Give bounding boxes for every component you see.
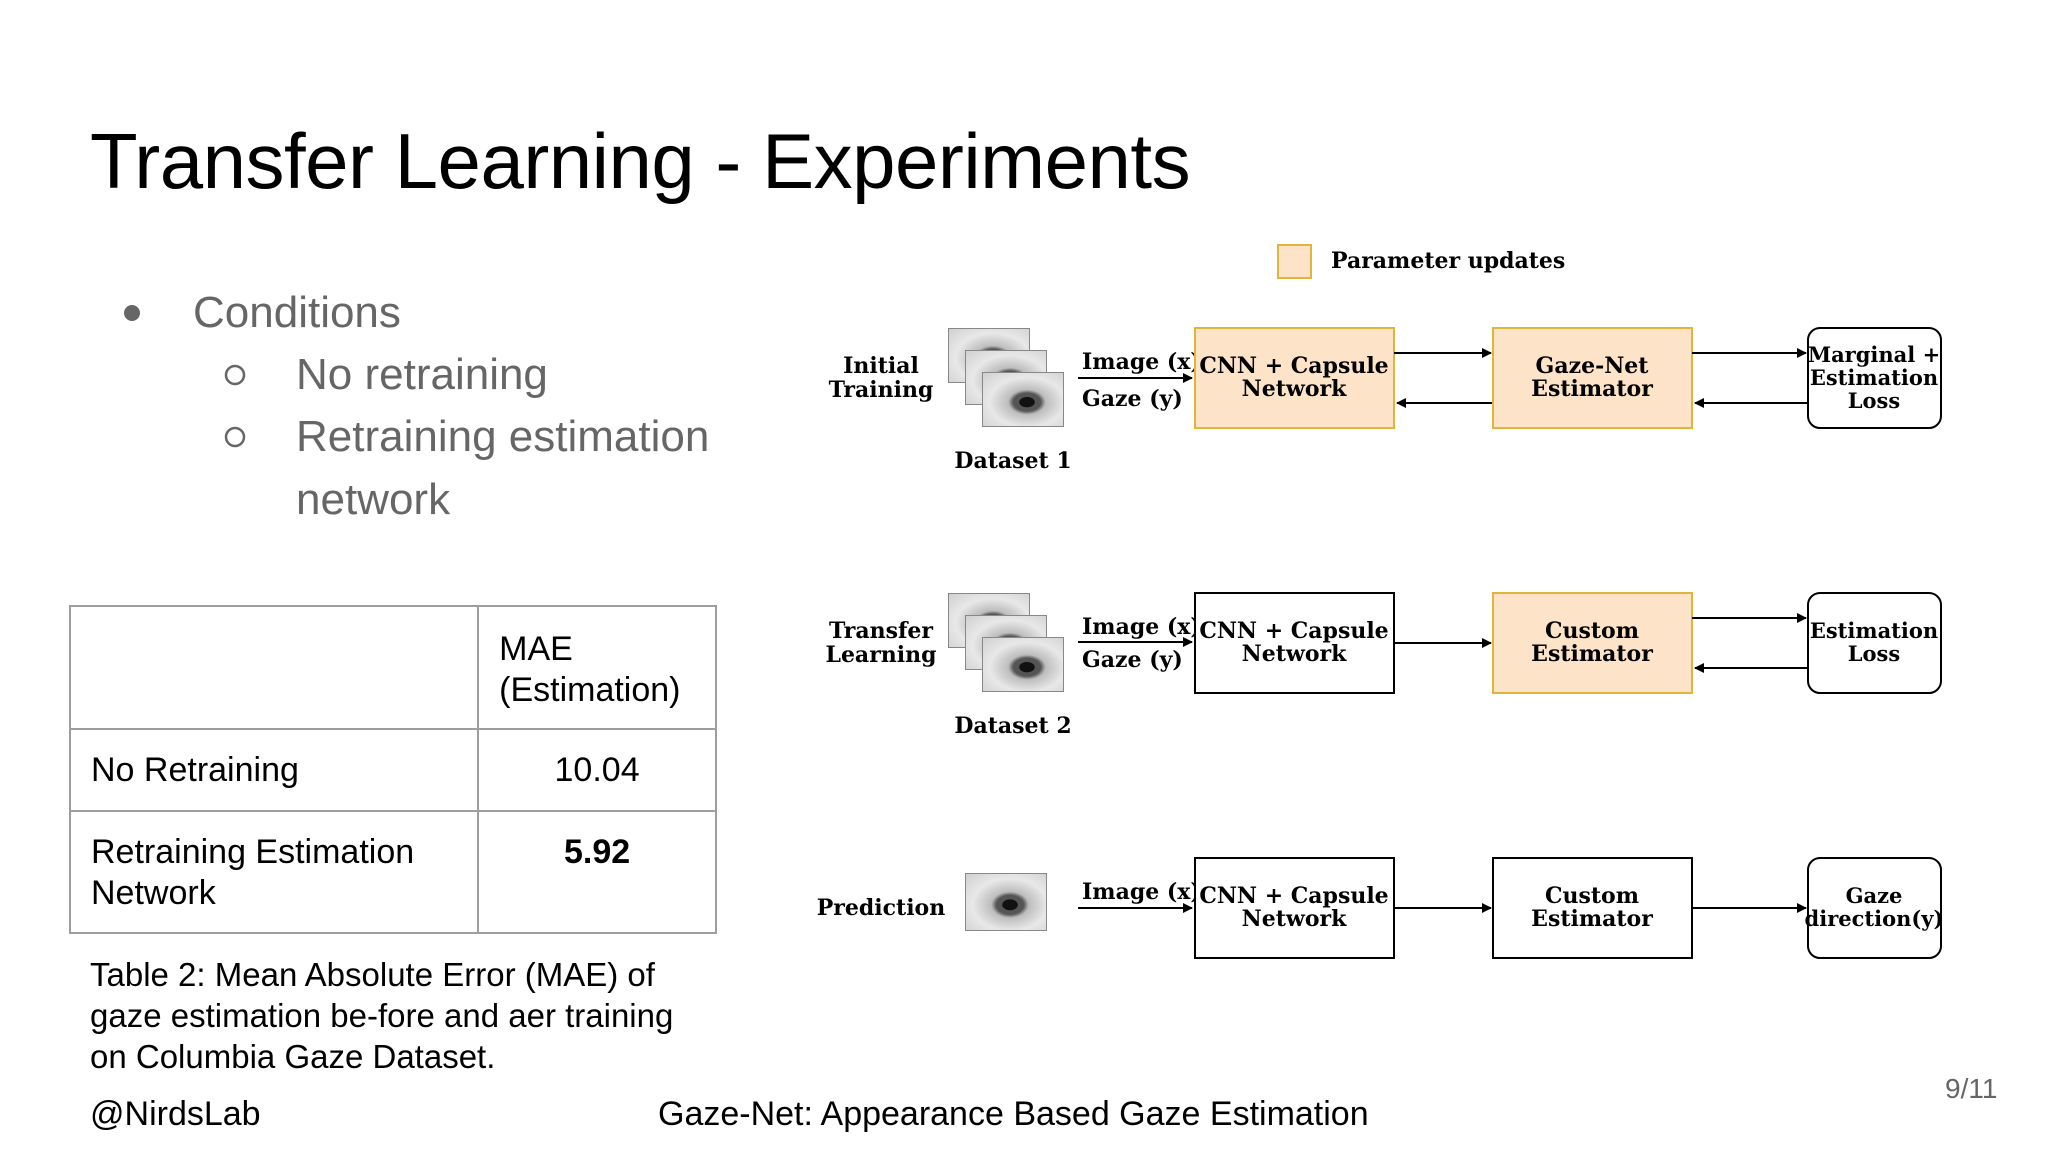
bullet-retraining-line2: network (296, 475, 451, 524)
estimator-box (1492, 592, 1693, 694)
table-caption: Table 2: Mean Absolute Error (MAE) of ga… (90, 954, 730, 1077)
dataset-label: Dataset 2 (954, 713, 1071, 739)
box-label: Gaze (1846, 883, 1903, 908)
row-label: Retraining Estimation Network (68, 810, 480, 934)
table-row: No Retraining 10.04 (68, 728, 717, 812)
dataset-label: Dataset 1 (954, 448, 1071, 474)
caption-line1: Table 2: Mean Absolute Error (MAE) of (90, 956, 655, 993)
box-label: CNN + Capsule (1199, 618, 1388, 644)
box-label: Estimator (1531, 906, 1653, 932)
bullet-circle-icon (224, 364, 246, 386)
row-label: Initial (843, 353, 919, 379)
caption-line2: gaze estimation be-fore and aer training (90, 997, 674, 1034)
output-box (1807, 857, 1942, 959)
box-label: Custom (1545, 883, 1639, 909)
box-label: Network (1242, 641, 1347, 667)
box-label: Estimation (1810, 618, 1938, 643)
table-row: Retraining Estimation Network 5.92 (68, 810, 717, 934)
input-x-label: Image (x) (1082, 614, 1201, 640)
bullet-no-retraining: No retraining (296, 350, 548, 399)
bullet-retraining-line1: Retraining estimation (296, 412, 710, 461)
row-value: 10.04 (477, 728, 717, 812)
bullet-circle-icon (224, 426, 246, 448)
box-label: Network (1242, 376, 1347, 402)
box-label: CNN + Capsule (1199, 353, 1388, 379)
header-mae-line1: MAE (499, 630, 573, 668)
box-label: Estimator (1531, 641, 1653, 667)
row-label: No Retraining (68, 728, 480, 812)
row-label-line1: No Retraining (91, 751, 299, 789)
table-header-row: MAE (Estimation) (68, 605, 717, 730)
row-label: Training (829, 377, 934, 403)
slide-title: Transfer Learning - Experiments (90, 117, 1191, 205)
box-label: Marginal + (1808, 342, 1940, 367)
footer-handle: @NirdsLab (90, 1095, 261, 1133)
legend-swatch (1277, 244, 1312, 279)
footer-title: Gaze-Net: Appearance Based Gaze Estimati… (658, 1095, 1369, 1133)
bullet-conditions: Conditions (193, 288, 401, 337)
eye-image (982, 372, 1064, 427)
box-label: Loss (1848, 388, 1900, 413)
cnn-capsule-box (1194, 592, 1395, 694)
cnn-capsule-box (1194, 857, 1395, 959)
estimator-box (1492, 327, 1693, 429)
input-x-label: Image (x) (1082, 349, 1201, 375)
bullet-dot-icon (124, 305, 140, 321)
input-y-label: Gaze (y) (1082, 386, 1183, 412)
page-number: 9/11 (1945, 1073, 1998, 1104)
caption-line3: on Columbia Gaze Dataset. (90, 1038, 496, 1075)
row-label: Transfer (829, 618, 933, 644)
row-label: Prediction (817, 895, 945, 921)
loss-box (1807, 592, 1942, 694)
box-label: Gaze-Net (1536, 353, 1650, 379)
header-mae-line2: (Estimation) (499, 671, 681, 709)
box-label: Network (1242, 906, 1347, 932)
row-label-line1: Retraining Estimation (91, 833, 415, 871)
box-label: Estimation (1810, 365, 1938, 390)
table-header-empty (68, 605, 480, 730)
table-header-mae: MAE (Estimation) (477, 605, 717, 730)
row-value-best: 5.92 (477, 810, 717, 934)
box-label: Estimator (1531, 376, 1653, 402)
box-label: direction(y) (1805, 906, 1944, 931)
box-label: Loss (1848, 641, 1900, 666)
estimator-box (1492, 857, 1693, 959)
legend-label: Parameter updates (1331, 248, 1565, 274)
loss-box (1807, 327, 1942, 429)
box-label: Custom (1545, 618, 1639, 644)
box-label: CNN + Capsule (1199, 883, 1388, 909)
cnn-capsule-box (1194, 327, 1395, 429)
mae-table: MAE (Estimation) No Retraining 10.04 Ret… (68, 605, 717, 934)
row-label: Learning (825, 642, 936, 668)
eye-image (965, 873, 1047, 931)
row-label-line2: Network (91, 874, 216, 912)
eye-image (982, 637, 1064, 692)
input-x-label: Image (x) (1082, 879, 1201, 905)
input-y-label: Gaze (y) (1082, 647, 1183, 673)
